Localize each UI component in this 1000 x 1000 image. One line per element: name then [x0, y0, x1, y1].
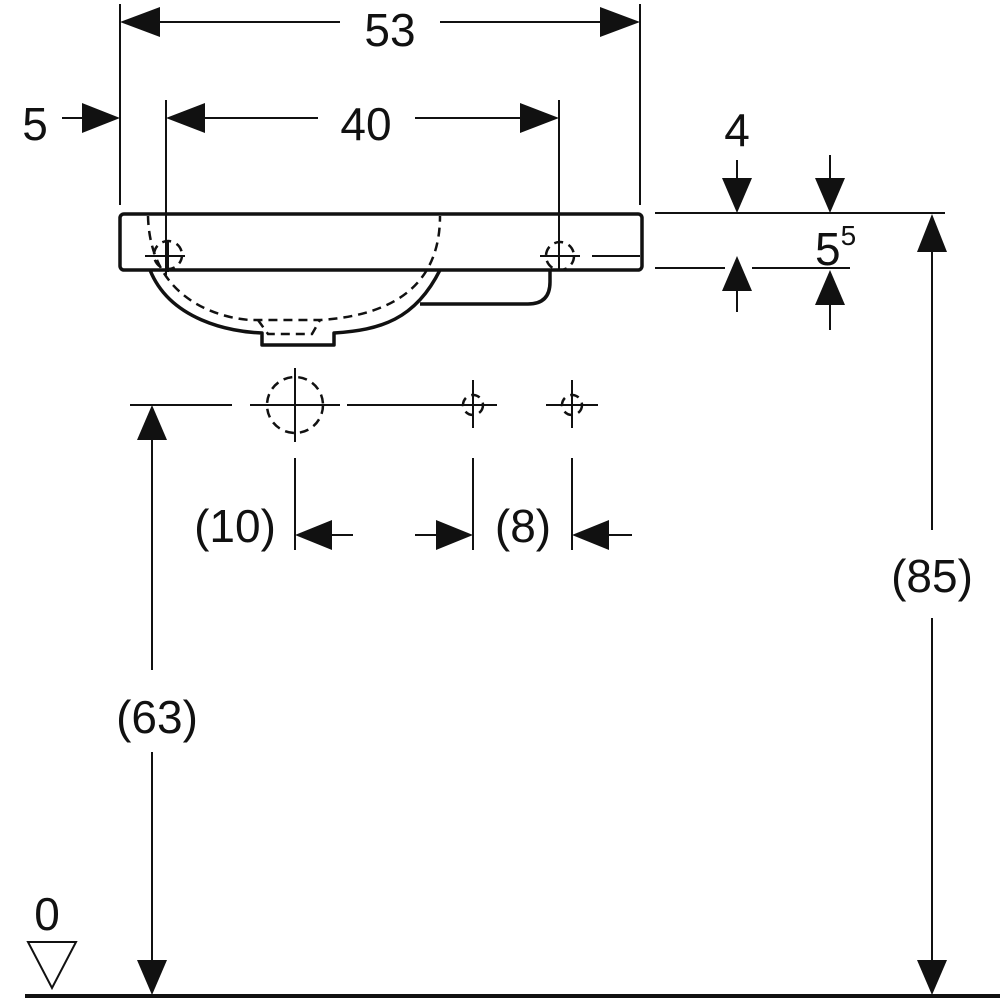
- arrow-down-icon: [815, 178, 845, 213]
- dimension-rim-height: (85): [891, 214, 973, 995]
- arrow-right-icon: [600, 7, 640, 37]
- dimension-side-offset: 5: [22, 98, 120, 150]
- arrow-left-icon: [295, 520, 332, 550]
- arrow-up-icon: [137, 405, 167, 440]
- label-outlet-height: (63): [116, 691, 198, 743]
- arrow-up-icon: [917, 214, 947, 252]
- arrow-left-icon: [166, 103, 205, 133]
- arrow-right-icon: [520, 103, 559, 133]
- basin-outline: [118, 212, 644, 347]
- dimension-waste-offset: (10): [194, 458, 353, 552]
- dimension-overall-width: 53: [119, 4, 641, 205]
- arrow-down-icon: [137, 960, 167, 995]
- tap-hole-left: [145, 239, 185, 272]
- arrow-up-icon: [815, 270, 845, 305]
- dimension-supply-offset: (8): [415, 458, 632, 552]
- label-floor-level: 0: [34, 888, 60, 940]
- tap-hole-right: [540, 240, 640, 272]
- label-tap-hole-spacing: 40: [340, 98, 391, 150]
- arrow-right-icon: [436, 520, 473, 550]
- dimension-outlet-height: (63): [116, 405, 198, 995]
- connection-points: [130, 368, 598, 442]
- label-rim-thickness: 55: [815, 220, 856, 275]
- arrow-left-icon: [572, 520, 609, 550]
- arrow-up-icon: [722, 256, 752, 291]
- label-overall-width: 53: [364, 4, 415, 56]
- arrow-down-icon: [722, 178, 752, 213]
- level-marker-icon: [26, 941, 78, 991]
- floor-level: 0: [25, 888, 1000, 998]
- label-waste-offset: (10): [194, 500, 276, 552]
- label-rim-to-hole: 4: [724, 104, 750, 156]
- arrow-down-icon: [917, 960, 947, 995]
- arrow-right-icon: [82, 103, 120, 133]
- dimension-rim: 4 55: [655, 104, 945, 330]
- label-rim-height: (85): [891, 550, 973, 602]
- label-side-offset: 5: [22, 98, 48, 150]
- arrow-left-icon: [120, 7, 160, 37]
- label-supply-offset: (8): [495, 500, 551, 552]
- dimension-tap-hole-spacing: 40: [165, 98, 560, 275]
